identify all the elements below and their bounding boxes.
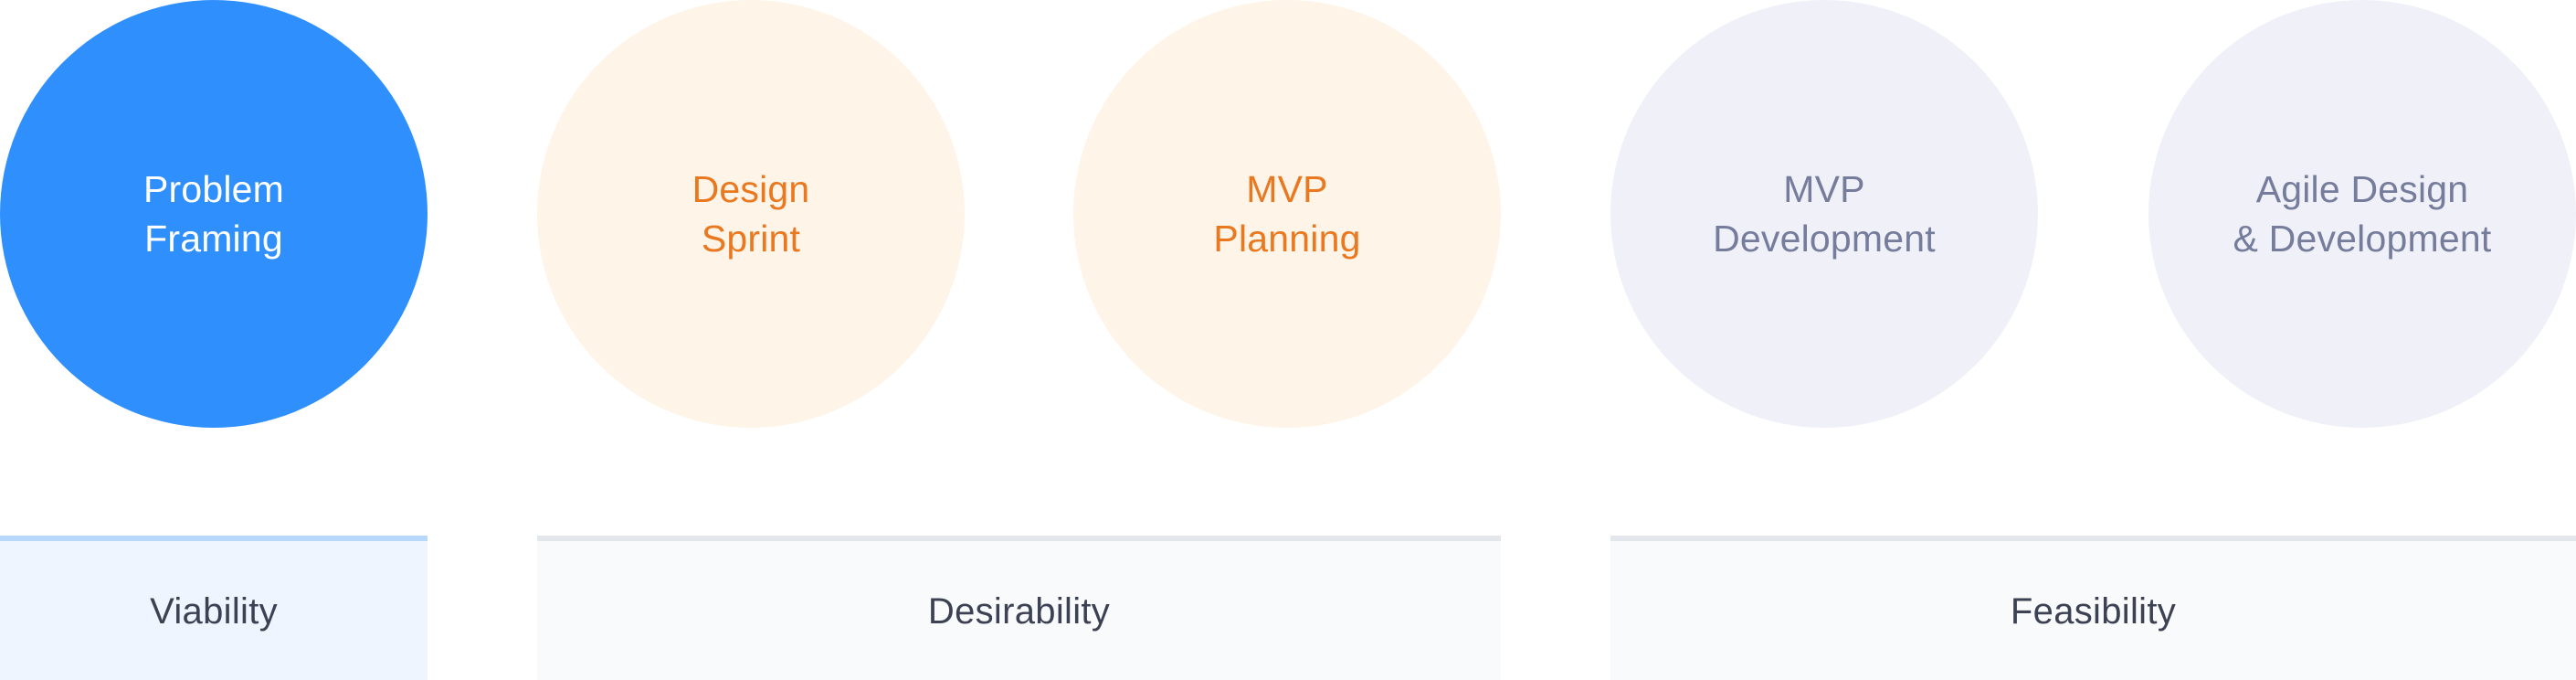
stage-label-line2: & Development [2233,218,2492,260]
stage-label-line1: Agile Design [2255,168,2469,210]
stage-label-line2: Sprint [701,218,801,260]
stage-label-line1: Problem [143,168,285,210]
stage-problem-framing[interactable]: Problem Framing [0,0,428,428]
group-viability: Viability [0,536,428,680]
group-feasibility: Feasibility [1610,536,2576,680]
stage-label-line2: Framing [144,218,283,260]
group-label: Feasibility [2010,591,2177,632]
group-desirability: Desirability [537,536,1501,680]
stage-label-line2: Planning [1213,218,1361,260]
stage-label-line1: MVP [1246,168,1328,210]
stage-label: MVP Planning [1213,165,1360,263]
stage-design-sprint[interactable]: Design Sprint [537,0,965,428]
stage-mvp-development[interactable]: MVP Development [1610,0,2038,428]
stage-agile-design-development[interactable]: Agile Design & Development [2148,0,2576,428]
stage-label: Problem Framing [143,165,284,263]
group-label: Viability [150,591,278,632]
stage-label: MVP Development [1713,165,1936,263]
stage-label: Design Sprint [692,165,810,263]
group-label: Desirability [927,591,1111,632]
stage-label-line1: Design [692,168,810,210]
stage-label-line1: MVP [1783,168,1865,210]
stage-label: Agile Design & Development [2233,165,2492,263]
stage-mvp-planning[interactable]: MVP Planning [1073,0,1501,428]
stage-label-line2: Development [1713,218,1936,260]
